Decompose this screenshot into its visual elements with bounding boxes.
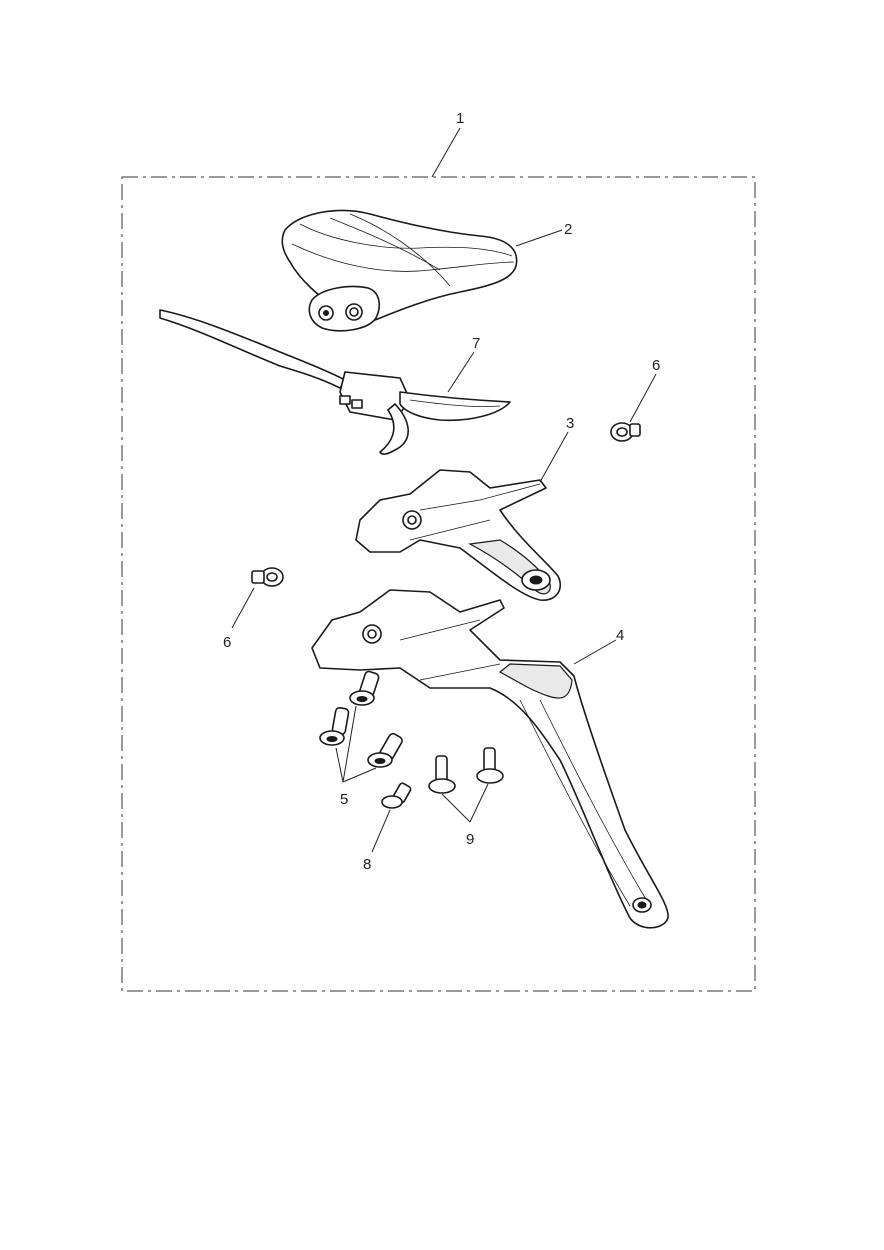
kit-boundary-frame xyxy=(121,176,756,992)
callout-3-label: 3 xyxy=(566,415,574,432)
screw-5b xyxy=(319,706,350,746)
callout-6b-label: 6 xyxy=(223,634,231,651)
part-6-bolt-left: 6 xyxy=(223,567,284,651)
callout-6a-label: 6 xyxy=(652,357,660,374)
screw-9b xyxy=(476,747,504,784)
screw-5c xyxy=(367,732,403,768)
part-7-lever-cable: 7 xyxy=(159,309,511,455)
callout-8-label: 8 xyxy=(363,856,371,873)
callout-9-label: 9 xyxy=(466,831,474,848)
screw-5a xyxy=(349,670,380,706)
part-2-grip-cover: 2 xyxy=(281,209,572,332)
part-6-bolt-upper: 6 xyxy=(610,357,660,442)
callout-5-label: 5 xyxy=(340,791,348,808)
screw-9a xyxy=(428,755,456,794)
callout-1: 1 xyxy=(431,110,464,178)
part-3-bracket: 3 xyxy=(355,415,574,601)
callout-1-label: 1 xyxy=(456,110,464,127)
callout-7-label: 7 xyxy=(472,335,480,352)
part-9-screws: 9 xyxy=(428,747,504,848)
callout-4-label: 4 xyxy=(616,627,624,644)
part-4-arm: 4 xyxy=(311,589,669,929)
part-8-screw: 8 xyxy=(363,782,412,873)
part-5-screws: 5 xyxy=(319,670,403,808)
callout-2-label: 2 xyxy=(564,221,572,238)
